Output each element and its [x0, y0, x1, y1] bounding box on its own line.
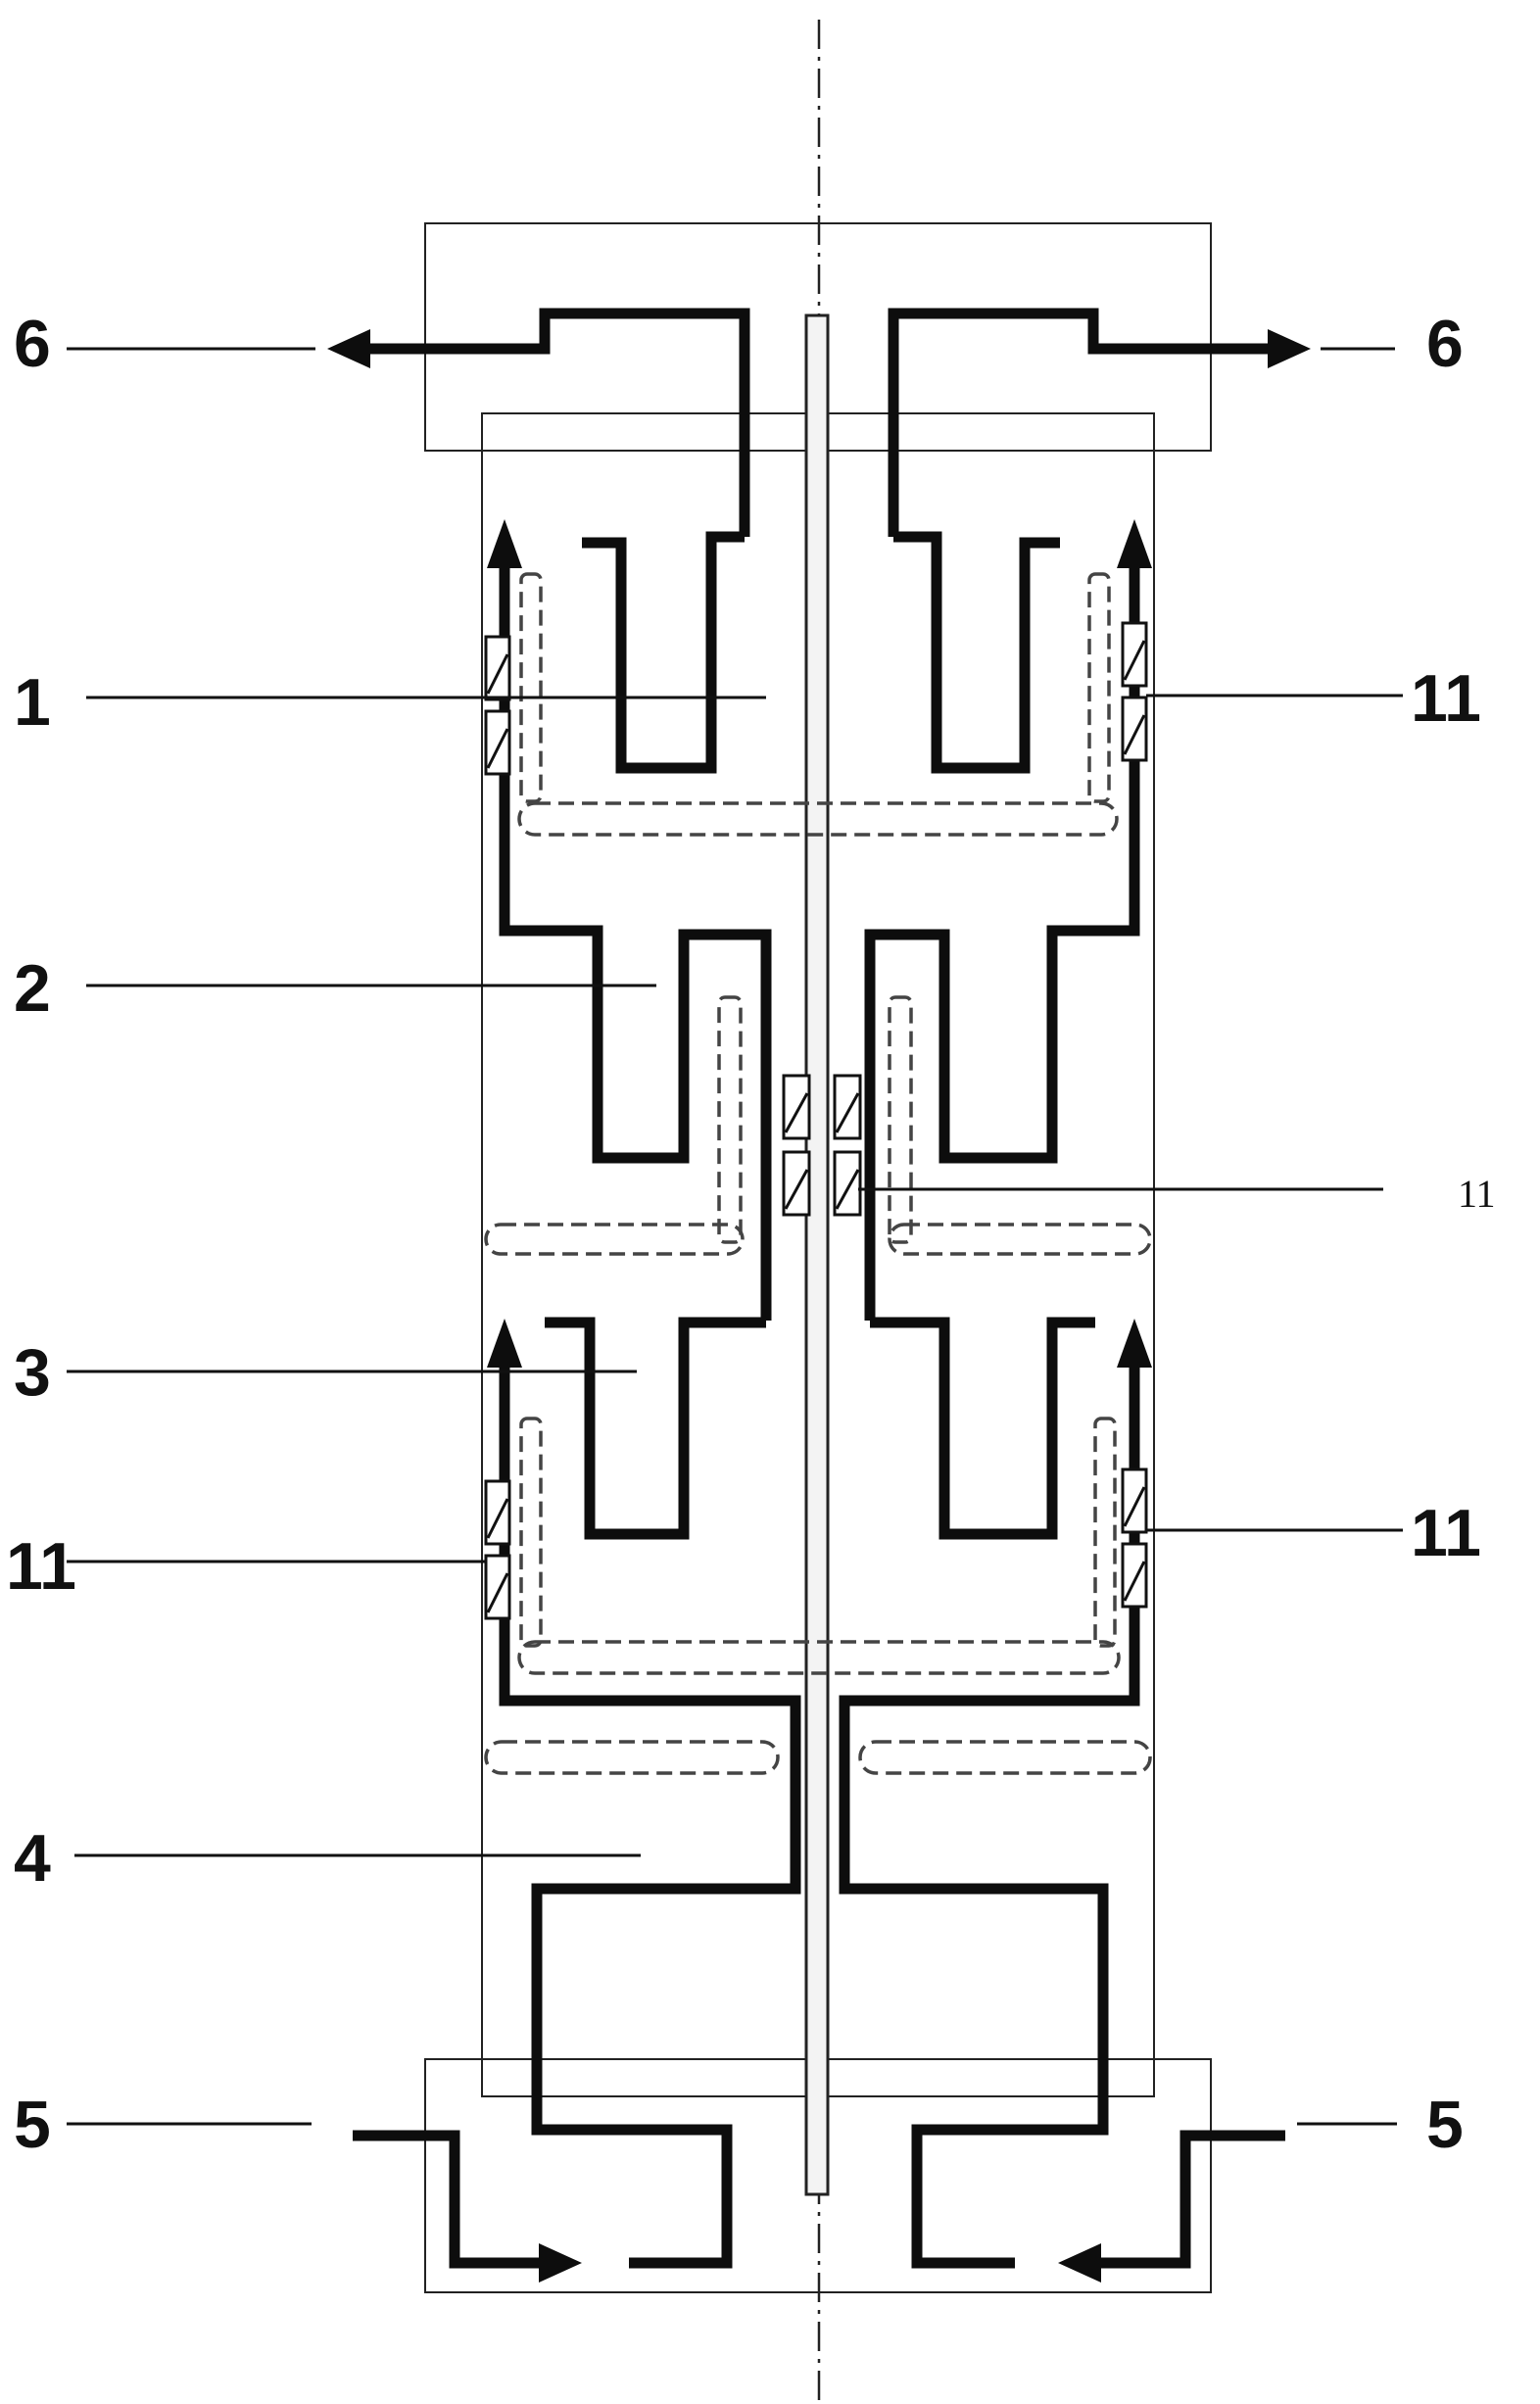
- stage3-t-left: [545, 1317, 766, 1540]
- outlet-path-left: [362, 308, 750, 537]
- dashed-wall-upper-left: [519, 572, 543, 803]
- riser-upper-right: [864, 562, 1140, 1321]
- label-stage-1: 1: [14, 665, 51, 740]
- riser-upper-left: [499, 562, 772, 1321]
- sensor-mark: [1123, 640, 1146, 755]
- label-sensor-lower-right: 11: [1411, 1496, 1481, 1570]
- label-sensor-upper-right: 11: [1411, 661, 1481, 736]
- outlet-path-right: [888, 308, 1274, 537]
- sensor-box: [484, 1479, 511, 1546]
- sensor-pair-lower-left: [484, 1479, 511, 1620]
- label-stage-2: 2: [14, 951, 51, 1026]
- riser-lower-left: [499, 1362, 801, 2269]
- dashed-plate-mid-right: [888, 1223, 1152, 1256]
- sensor-mark: [835, 1092, 860, 1210]
- callout-labels: 6 6 1 2 3 4 5 5 11 11 11 11: [6, 307, 1496, 2162]
- arrow-riser-lower-left: [487, 1319, 522, 1368]
- sensor-mark: [784, 1092, 809, 1210]
- dashed-plate-bottom-left: [484, 1740, 780, 1775]
- dashed-plate-mid-left: [484, 1223, 745, 1256]
- label-bottom-right: 5: [1426, 2088, 1464, 2162]
- sensor-mark: [486, 653, 509, 769]
- stage1-t-left: [582, 531, 745, 774]
- flow-paths: [353, 308, 1285, 2269]
- arrow-riser-upper-left: [487, 519, 522, 568]
- arrowheads: [327, 329, 1311, 2283]
- label-sensor-lower-left: 11: [6, 1529, 76, 1604]
- sensor-pair-upper-left: [484, 635, 511, 776]
- dashed-plate-lower: [517, 1640, 1121, 1675]
- arrow-riser-lower-right: [1117, 1319, 1152, 1368]
- label-stage-4: 4: [14, 1821, 51, 1896]
- dashed-chambers: [484, 572, 1152, 1775]
- dashed-wall-upper-right: [1087, 572, 1111, 803]
- dashed-wall-lower-right: [1093, 1417, 1117, 1648]
- inlet-path-right: [1095, 2130, 1285, 2269]
- dashed-plate-upper: [517, 801, 1119, 837]
- central-rod: [804, 313, 830, 2196]
- sensor-mark: [1123, 1486, 1146, 1602]
- leader-lines: [67, 347, 1403, 2126]
- dashed-wall-mid-right: [888, 995, 913, 1244]
- riser-lower-right: [839, 1362, 1140, 2269]
- dashed-plate-bottom-right: [858, 1740, 1152, 1775]
- stage3-t-right: [870, 1317, 1095, 1540]
- label-bottom-left: 5: [14, 2088, 51, 2162]
- label-sensor-center: 11: [1458, 1172, 1496, 1216]
- sensor-pair-center-right: [833, 1074, 862, 1217]
- sensor-pair-lower-right: [1121, 1467, 1148, 1609]
- sensors: [484, 621, 1148, 1620]
- arrow-inlet-right: [1058, 2243, 1101, 2283]
- sensor-pair-upper-right: [1121, 621, 1148, 762]
- arrow-riser-upper-right: [1117, 519, 1152, 568]
- arrow-outlet-right: [1268, 329, 1311, 368]
- sensor-pair-center-left: [782, 1074, 811, 1217]
- inlet-path-left: [353, 2130, 545, 2269]
- arrow-outlet-left: [327, 329, 370, 368]
- label-stage-3: 3: [14, 1335, 51, 1410]
- dashed-wall-mid-left: [717, 995, 743, 1244]
- sensor-mark: [486, 1498, 509, 1613]
- label-top-left: 6: [14, 307, 51, 381]
- stage1-t-right: [893, 531, 1060, 774]
- arrow-inlet-left: [539, 2243, 582, 2283]
- label-top-right: 6: [1426, 307, 1464, 381]
- dashed-wall-lower-left: [519, 1417, 543, 1648]
